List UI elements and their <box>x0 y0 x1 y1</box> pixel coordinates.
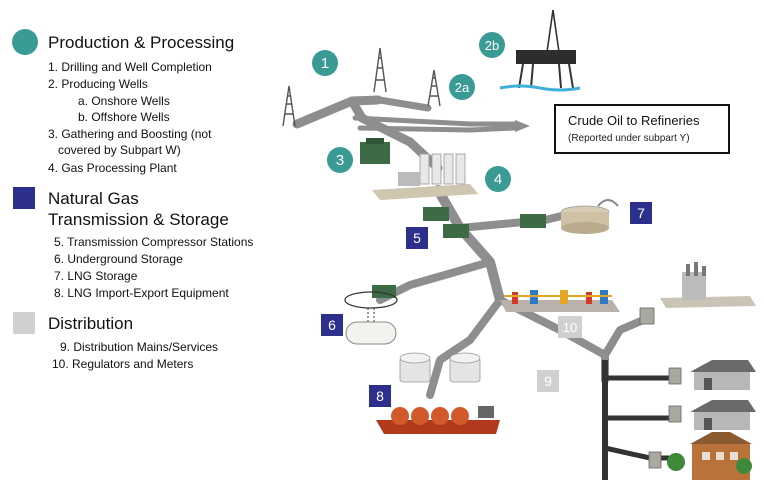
crude-oil-line <box>357 125 518 133</box>
legend-item: 6. Underground Storage <box>54 252 183 266</box>
crude-oil-subtitle: (Reported under subpart Y) <box>568 133 690 144</box>
marker-1: 1 <box>312 50 338 76</box>
crude-oil-line <box>352 115 518 127</box>
transmission-heading-line1: Natural Gas <box>48 189 139 208</box>
marker-label: 8 <box>376 388 384 404</box>
marker-label: 5 <box>413 230 421 246</box>
regulator-station-icon <box>500 290 620 312</box>
legend-item: a. Onshore Wells <box>78 94 170 108</box>
legend: Production & Processing 1. Drilling and … <box>0 0 290 486</box>
drilling-rig-icon <box>373 47 387 93</box>
legend-item: covered by Subpart W) <box>58 143 181 157</box>
marker-label: 3 <box>336 152 344 169</box>
marker-2a: 2a <box>449 74 475 100</box>
legend-item: 2. Producing Wells <box>48 77 148 91</box>
legend-item: 10. Regulators and Meters <box>52 357 194 371</box>
lng-ship-icon <box>376 406 500 434</box>
marker-label: 10 <box>563 320 577 335</box>
marker-label: 4 <box>494 171 502 188</box>
storage-tank-icon <box>560 199 619 234</box>
production-heading: Production & Processing <box>48 33 235 52</box>
offshore-platform-icon <box>499 9 581 92</box>
marker-3: 3 <box>327 147 353 173</box>
transmission-line <box>456 210 574 232</box>
marker-label: 2b <box>485 38 499 53</box>
industrial-facility-icon <box>660 262 756 308</box>
marker-7: 7 <box>630 202 652 224</box>
crude-arrow-icon <box>515 120 530 132</box>
meter-icon <box>668 367 682 385</box>
marker-label: 6 <box>328 317 336 333</box>
meter-icon <box>639 307 655 325</box>
crude-oil-box: Crude Oil to Refineries (Reported under … <box>554 104 730 154</box>
meter-icon <box>648 451 662 469</box>
distribution-legend-swatch <box>13 312 35 334</box>
marker-label: 7 <box>637 205 645 221</box>
marker-8: 8 <box>369 385 391 407</box>
transmission-line <box>376 258 494 304</box>
marker-6: 6 <box>321 314 343 336</box>
transmission-legend-swatch <box>13 187 35 209</box>
legend-item: 9. Distribution Mains/Services <box>60 340 219 354</box>
distribution-heading: Distribution <box>48 314 134 333</box>
legend-item: 7. LNG Storage <box>54 269 138 283</box>
legend-item: 4. Gas Processing Plant <box>48 161 177 175</box>
marker-2b: 2b <box>479 32 505 58</box>
gathering-line <box>376 96 432 112</box>
compressor-icon <box>372 207 546 298</box>
marker-label: 1 <box>321 55 329 72</box>
meter-icon <box>668 405 682 423</box>
house-icon <box>690 400 756 430</box>
transmission-line <box>426 296 504 399</box>
commercial-building-icon <box>667 432 752 480</box>
processing-plant-icon <box>372 153 478 200</box>
drilling-rig-icon <box>427 69 441 107</box>
underground-storage-icon <box>344 291 398 345</box>
marker-label: 2a <box>455 80 470 95</box>
marker-4: 4 <box>485 166 511 192</box>
house-icon <box>690 360 756 390</box>
marker-label: 9 <box>544 373 552 389</box>
marker-9: 9 <box>537 370 559 392</box>
marker-5: 5 <box>406 227 428 249</box>
legend-item: 8. LNG Import-Export Equipment <box>54 286 229 300</box>
legend-item: b. Offshore Wells <box>78 110 170 124</box>
transmission-main <box>433 185 505 305</box>
lng-tank-icon <box>399 352 481 383</box>
crude-oil-title: Crude Oil to Refineries <box>568 113 700 128</box>
marker-10: 10 <box>558 316 582 338</box>
production-legend-swatch <box>12 29 38 55</box>
legend-item: 5. Transmission Compressor Stations <box>54 235 254 249</box>
drilling-rig-icon <box>282 85 296 127</box>
compressor-icon <box>360 138 390 164</box>
legend-item: 3. Gathering and Boosting (not <box>48 127 212 141</box>
legend-item: 1. Drilling and Well Completion <box>48 60 212 74</box>
transmission-heading-line2: Transmission & Storage <box>48 210 229 229</box>
